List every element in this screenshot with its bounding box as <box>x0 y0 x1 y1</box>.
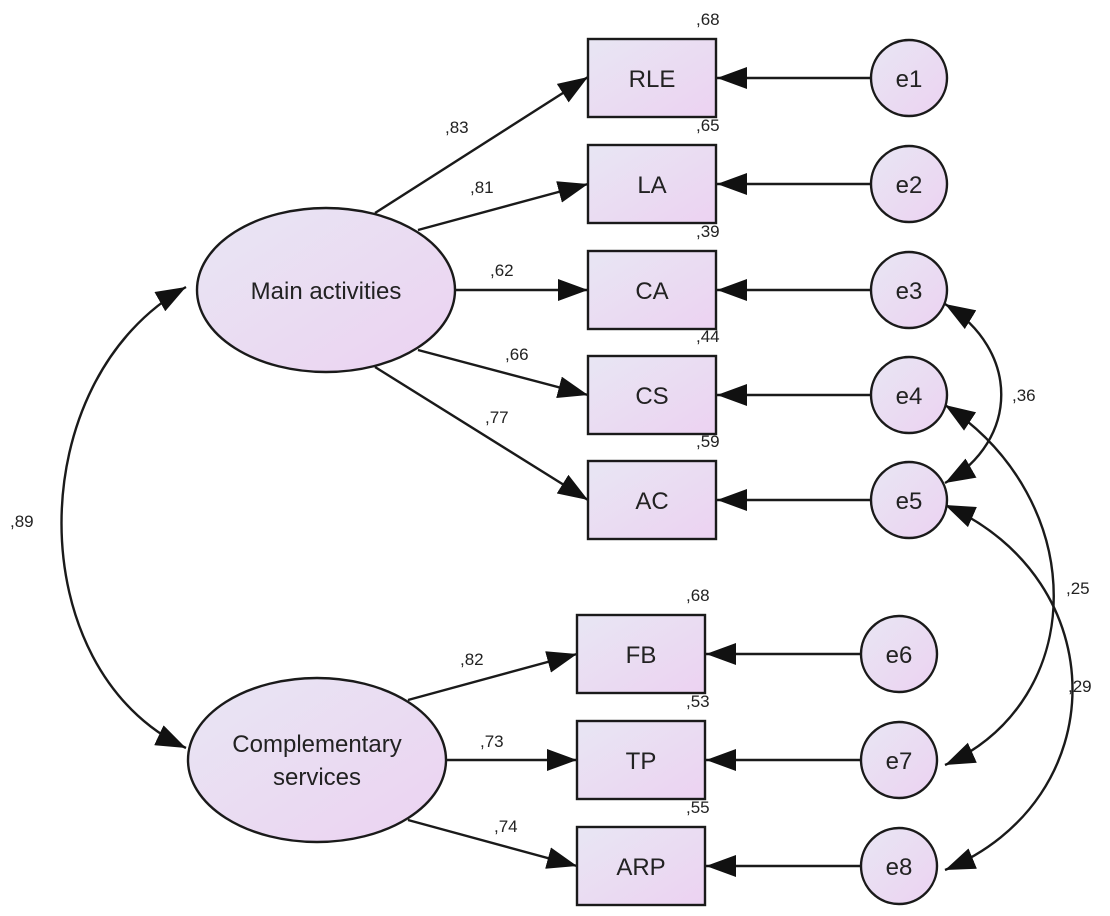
error-label-e4: e4 <box>896 383 923 410</box>
loading-label-arp: ,74 <box>494 817 518 836</box>
loading-arrow-rle <box>374 75 589 215</box>
error-covariance-e5-e8 <box>944 503 1074 872</box>
observed-node-cs: CS ,44 <box>586 327 720 436</box>
latent-label-complementary-line1: Complementary <box>232 731 401 758</box>
loading-label-ca: ,62 <box>490 261 514 280</box>
observed-label-arp: ARP <box>616 854 665 881</box>
error-label-e2: e2 <box>896 172 923 199</box>
observed-label-ca: CA <box>635 278 668 305</box>
loading-label-la: ,81 <box>470 178 494 197</box>
error-label-e7: e7 <box>886 748 913 775</box>
loading-label-cs: ,66 <box>505 345 529 364</box>
error-covariance-e3-e5 <box>944 302 1003 485</box>
r-squared-fb: ,68 <box>686 586 710 605</box>
observed-label-rle: RLE <box>629 66 676 93</box>
observed-label-cs: CS <box>635 383 668 410</box>
error-node-e4: e4 <box>869 355 949 435</box>
observed-label-tp: TP <box>626 748 657 775</box>
loading-arrow-la <box>417 181 589 232</box>
error-node-e3: e3 <box>869 250 949 330</box>
error-node-e7: e7 <box>859 720 939 800</box>
loading-label-tp: ,73 <box>480 732 504 751</box>
observed-node-fb: FB ,68 <box>575 586 710 695</box>
loading-arrow-cs <box>417 348 589 398</box>
latent-covariance-label: ,89 <box>10 512 34 531</box>
error-covariance-e3-e5-label: ,36 <box>1012 386 1036 405</box>
error-node-e5: e5 <box>869 460 949 540</box>
r-squared-la: ,65 <box>696 116 720 135</box>
loading-label-ac: ,77 <box>485 408 509 427</box>
observed-node-rle: RLE ,68 <box>586 10 720 119</box>
error-label-e3: e3 <box>896 278 923 305</box>
error-covariance-e5-e8-label: ,29 <box>1068 677 1092 696</box>
observed-label-fb: FB <box>626 642 657 669</box>
error-node-e8: e8 <box>859 826 939 906</box>
latent-label-main-activities: Main activities <box>251 278 402 305</box>
loading-arrow-arp <box>407 818 578 869</box>
latent-label-complementary-line2: services <box>273 764 361 791</box>
loading-label-rle: ,83 <box>445 118 469 137</box>
observed-node-la: LA ,65 <box>586 116 720 225</box>
loading-arrow-fb <box>407 651 578 702</box>
latent-covariance-arrow <box>60 285 187 750</box>
error-node-e6: e6 <box>859 614 939 694</box>
error-covariance-e4-e7 <box>944 403 1055 767</box>
r-squared-rle: ,68 <box>696 10 720 29</box>
loading-label-fb: ,82 <box>460 650 484 669</box>
observed-node-tp: TP ,53 <box>575 692 710 801</box>
observed-node-ac: AC ,59 <box>586 432 720 541</box>
r-squared-arp: ,55 <box>686 798 710 817</box>
error-label-e8: e8 <box>886 854 913 881</box>
r-squared-cs: ,44 <box>696 327 720 346</box>
observed-label-ac: AC <box>635 488 668 515</box>
latent-node-complementary-services: Complementary services <box>186 676 448 844</box>
error-covariance-e4-e7-label: ,25 <box>1066 579 1090 598</box>
error-label-e1: e1 <box>896 66 923 93</box>
error-label-e6: e6 <box>886 642 913 669</box>
observed-node-arp: ARP ,55 <box>575 798 710 907</box>
error-label-e5: e5 <box>896 488 923 515</box>
r-squared-tp: ,53 <box>686 692 710 711</box>
error-node-e1: e1 <box>869 38 949 118</box>
latent-node-main-activities: Main activities <box>195 206 457 374</box>
r-squared-ca: ,39 <box>696 222 720 241</box>
error-node-e2: e2 <box>869 144 949 224</box>
observed-node-ca: CA ,39 <box>586 222 720 331</box>
loading-arrow-ac <box>374 365 589 502</box>
observed-label-la: LA <box>637 172 666 199</box>
r-squared-ac: ,59 <box>696 432 720 451</box>
